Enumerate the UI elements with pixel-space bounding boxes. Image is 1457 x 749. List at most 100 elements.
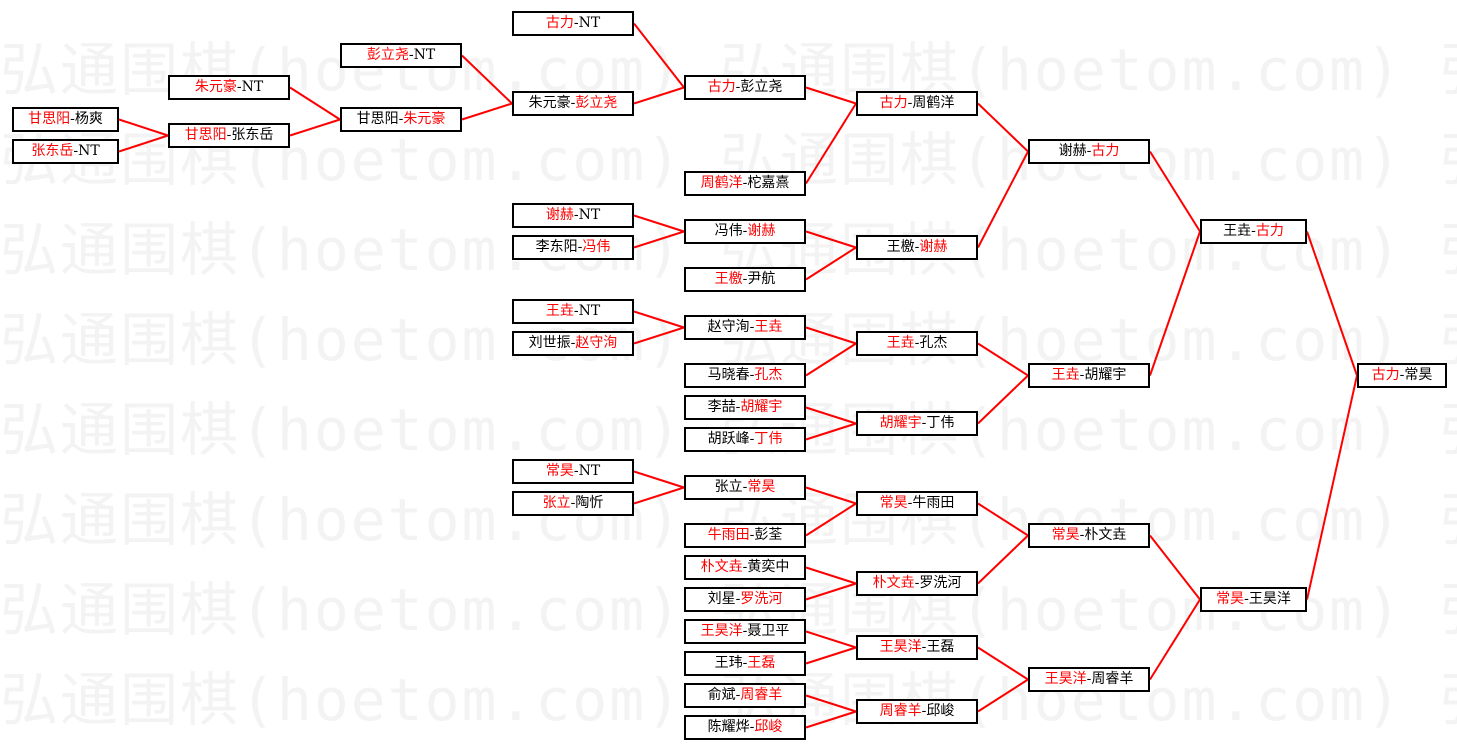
player-b: 周睿羊 (1091, 671, 1134, 687)
connector-line (633, 470, 685, 489)
player-a: 古力 (545, 15, 574, 31)
player-a: 彭立尧 (366, 47, 409, 63)
player-b: NT (578, 15, 601, 31)
connector-line (805, 342, 857, 377)
match-box: 王玮-王磊 (684, 651, 806, 676)
player-a: 谢赫 (1058, 143, 1087, 159)
player-b: NT (578, 463, 601, 479)
player-a: 陈耀烨 (707, 719, 750, 735)
connector-line (805, 694, 857, 713)
player-a: 刘星 (707, 591, 736, 607)
player-b: 罗洗河 (740, 591, 783, 607)
player-a: 朱元豪 (528, 95, 571, 111)
player-b: 古力 (1091, 143, 1120, 159)
connector-line (805, 582, 857, 601)
player-a: 甘思阳 (184, 127, 227, 143)
player-b: 丁伟 (926, 415, 955, 431)
player-a: 张立 (542, 495, 571, 511)
match-box: 王檄-谢赫 (856, 235, 978, 260)
match-box: 常昊-王昊洋 (1200, 587, 1307, 612)
player-a: 甘思阳 (356, 111, 399, 127)
connector-line (805, 486, 857, 505)
connector-line (805, 566, 857, 585)
final-match-box: 古力-常昊 (1357, 363, 1447, 388)
match-box: 张立-陶忻 (512, 491, 634, 516)
player-a: 王垚 (1051, 367, 1080, 383)
player-b: 杨爽 (74, 111, 103, 127)
connector-line (977, 646, 1029, 681)
player-a: 古力 (879, 95, 908, 111)
player-a: 冯伟 (714, 223, 743, 239)
match-box: 谢赫-NT (512, 203, 634, 228)
player-a: 朴文垚 (700, 559, 743, 575)
connector-line (977, 678, 1029, 713)
player-b: 黄奕中 (747, 559, 790, 575)
match-box: 胡跃峰-丁伟 (684, 427, 806, 452)
connector-line (805, 326, 857, 345)
connector-line (1149, 231, 1201, 376)
connector-line (805, 422, 857, 441)
player-a: 常昊 (879, 495, 908, 511)
player-a: 李喆 (707, 399, 736, 415)
player-b: 王磊 (926, 639, 955, 655)
connector-line (977, 151, 1029, 248)
match-box: 朱元豪-彭立尧 (512, 91, 634, 116)
connector-line (977, 534, 1029, 585)
player-a: 王昊洋 (700, 623, 743, 639)
player-b: NT (78, 143, 100, 159)
match-box: 李喆-胡耀宇 (684, 395, 806, 420)
player-a: 王昊洋 (879, 639, 922, 655)
match-box: 常昊-NT (512, 459, 634, 484)
connector-line (633, 310, 685, 329)
player-a: 朴文垚 (872, 575, 915, 591)
player-a: 俞斌 (707, 687, 736, 703)
connector-line (805, 406, 857, 425)
player-b: 孔杰 (919, 335, 948, 351)
connector-line (633, 214, 685, 233)
match-box: 古力-NT (512, 11, 634, 36)
player-b: 胡耀宇 (740, 399, 783, 415)
match-box: 赵守洵-王垚 (684, 315, 806, 340)
player-b: 胡耀宇 (1084, 367, 1127, 383)
player-b: 彭立尧 (740, 79, 783, 95)
match-box: 朱元豪-NT (168, 75, 290, 100)
player-b: 冯伟 (582, 239, 611, 255)
player-b: 丁伟 (754, 431, 783, 447)
player-b: 陶忻 (575, 495, 604, 511)
match-box: 王檄-尹航 (684, 267, 806, 292)
match-box: 王垚-NT (512, 299, 634, 324)
player-b: 赵守洵 (575, 335, 618, 351)
player-a: 常昊 (1216, 591, 1245, 607)
match-box: 冯伟-谢赫 (684, 219, 806, 244)
match-box: 甘思阳-朱元豪 (340, 107, 462, 132)
player-a: 马晓春 (707, 367, 750, 383)
player-a: 刘世振 (528, 335, 571, 351)
connector-line (118, 118, 169, 137)
player-b: 柁嘉熹 (747, 175, 790, 191)
player-a: 牛雨田 (707, 527, 750, 543)
player-a: 赵守洵 (707, 319, 750, 335)
match-box: 俞斌-周睿羊 (684, 683, 806, 708)
match-box: 张立-常昊 (684, 475, 806, 500)
player-a: 古力 (1371, 367, 1400, 383)
match-box: 王垚-孔杰 (856, 331, 978, 356)
player-a: 常昊 (545, 463, 574, 479)
connector-line (977, 502, 1029, 537)
player-a: 王垚 (886, 335, 915, 351)
match-box: 李东阳-冯伟 (512, 235, 634, 260)
player-a: 胡耀宇 (879, 415, 922, 431)
player-a: 谢赫 (545, 207, 574, 223)
player-a: 朱元豪 (194, 79, 237, 95)
match-box: 古力-周鹤洋 (856, 91, 978, 116)
connector-line (805, 230, 857, 249)
player-b: 常昊 (747, 479, 776, 495)
connector-line (977, 102, 1029, 153)
connector-line (1149, 150, 1201, 233)
player-b: NT (241, 79, 264, 95)
player-a: 周鹤洋 (700, 175, 743, 191)
match-box: 胡耀宇-丁伟 (856, 411, 978, 436)
player-a: 张东岳 (31, 143, 74, 159)
player-b: 孔杰 (754, 367, 783, 383)
connector-line (1149, 598, 1201, 681)
player-b: 张东岳 (231, 127, 274, 143)
